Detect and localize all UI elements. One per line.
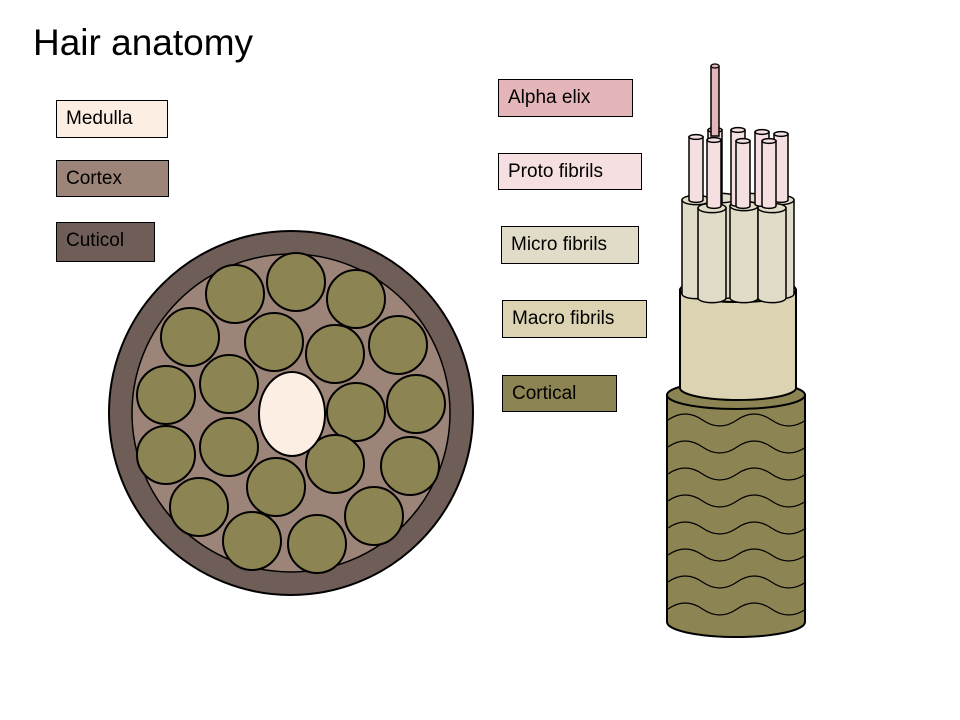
- medulla-core: [258, 371, 326, 457]
- cortical-cell: [305, 434, 365, 494]
- legend-alpha-elix-label: Alpha elix: [508, 87, 591, 108]
- hair-fiber: [666, 63, 807, 638]
- proto-fibrils: [688, 126, 789, 210]
- proto-fibril: [688, 133, 704, 204]
- proto-fibril: [761, 137, 777, 210]
- micro-fibril: [697, 202, 727, 304]
- legend-macro-fibrils-label: Macro fibrils: [512, 308, 615, 329]
- page-title: Hair anatomy: [33, 22, 254, 63]
- cortical-cell: [222, 511, 282, 571]
- micro-fibril: [729, 200, 759, 304]
- cortical-cell: [246, 457, 306, 517]
- legend-cortex: Cortex: [56, 160, 169, 197]
- legend-cortex-label: Cortex: [66, 168, 122, 189]
- cortical-wave-line: [667, 413, 807, 427]
- cortical-cell: [160, 307, 220, 367]
- legend-cortical: Cortical: [502, 375, 617, 412]
- hair-cross-section: [108, 230, 474, 596]
- proto-fibril: [706, 136, 722, 210]
- cortical-wave-line: [667, 521, 807, 535]
- cortical-cell: [266, 252, 326, 312]
- micro-fibril: [757, 202, 787, 304]
- cortical-cell: [305, 324, 365, 384]
- cortical-cell: [169, 477, 229, 537]
- cortical-wave-line: [667, 467, 807, 481]
- cortical-cylinder: [666, 380, 807, 638]
- legend-cuticol: Cuticol: [56, 222, 155, 262]
- alpha-elix-strand: [710, 63, 720, 137]
- cortical-cell: [326, 382, 386, 442]
- cortical-cell: [199, 417, 259, 477]
- legend-cuticol-label: Cuticol: [66, 230, 125, 251]
- legend-micro-fibrils-label: Micro fibrils: [511, 234, 608, 255]
- legend-medulla-label: Medulla: [66, 108, 133, 129]
- legend-alpha-elix: Alpha elix: [498, 79, 633, 117]
- cortical-cell: [344, 486, 404, 546]
- legend-medulla: Medulla: [56, 100, 168, 138]
- cortical-wave-line: [667, 440, 807, 454]
- cortical-wave-line: [667, 494, 807, 508]
- cortical-cell: [287, 514, 347, 574]
- legend-micro-fibrils: Micro fibrils: [501, 226, 639, 264]
- cortical-cell: [380, 436, 440, 496]
- cortical-cell: [244, 312, 304, 372]
- legend-cortical-label: Cortical: [512, 383, 577, 404]
- cortical-cell: [199, 354, 259, 414]
- cortical-cell: [368, 315, 428, 375]
- cortical-cells: [136, 252, 446, 574]
- cortical-cell: [205, 264, 265, 324]
- legend-proto-fibrils-label: Proto fibrils: [508, 161, 604, 182]
- proto-fibril: [735, 137, 751, 210]
- cortical-wave-lines: [667, 413, 807, 616]
- legend-macro-fibrils: Macro fibrils: [502, 300, 647, 338]
- legend-proto-fibrils: Proto fibrils: [498, 153, 642, 190]
- cortical-cell: [326, 269, 386, 329]
- cortical-cell: [136, 365, 196, 425]
- cortical-cell: [386, 374, 446, 434]
- cortical-wave-line: [667, 575, 807, 589]
- cortical-cell: [136, 425, 196, 485]
- micro-fibrils: [681, 192, 795, 304]
- cortical-wave-line: [667, 602, 807, 616]
- cortical-wave-line: [667, 548, 807, 562]
